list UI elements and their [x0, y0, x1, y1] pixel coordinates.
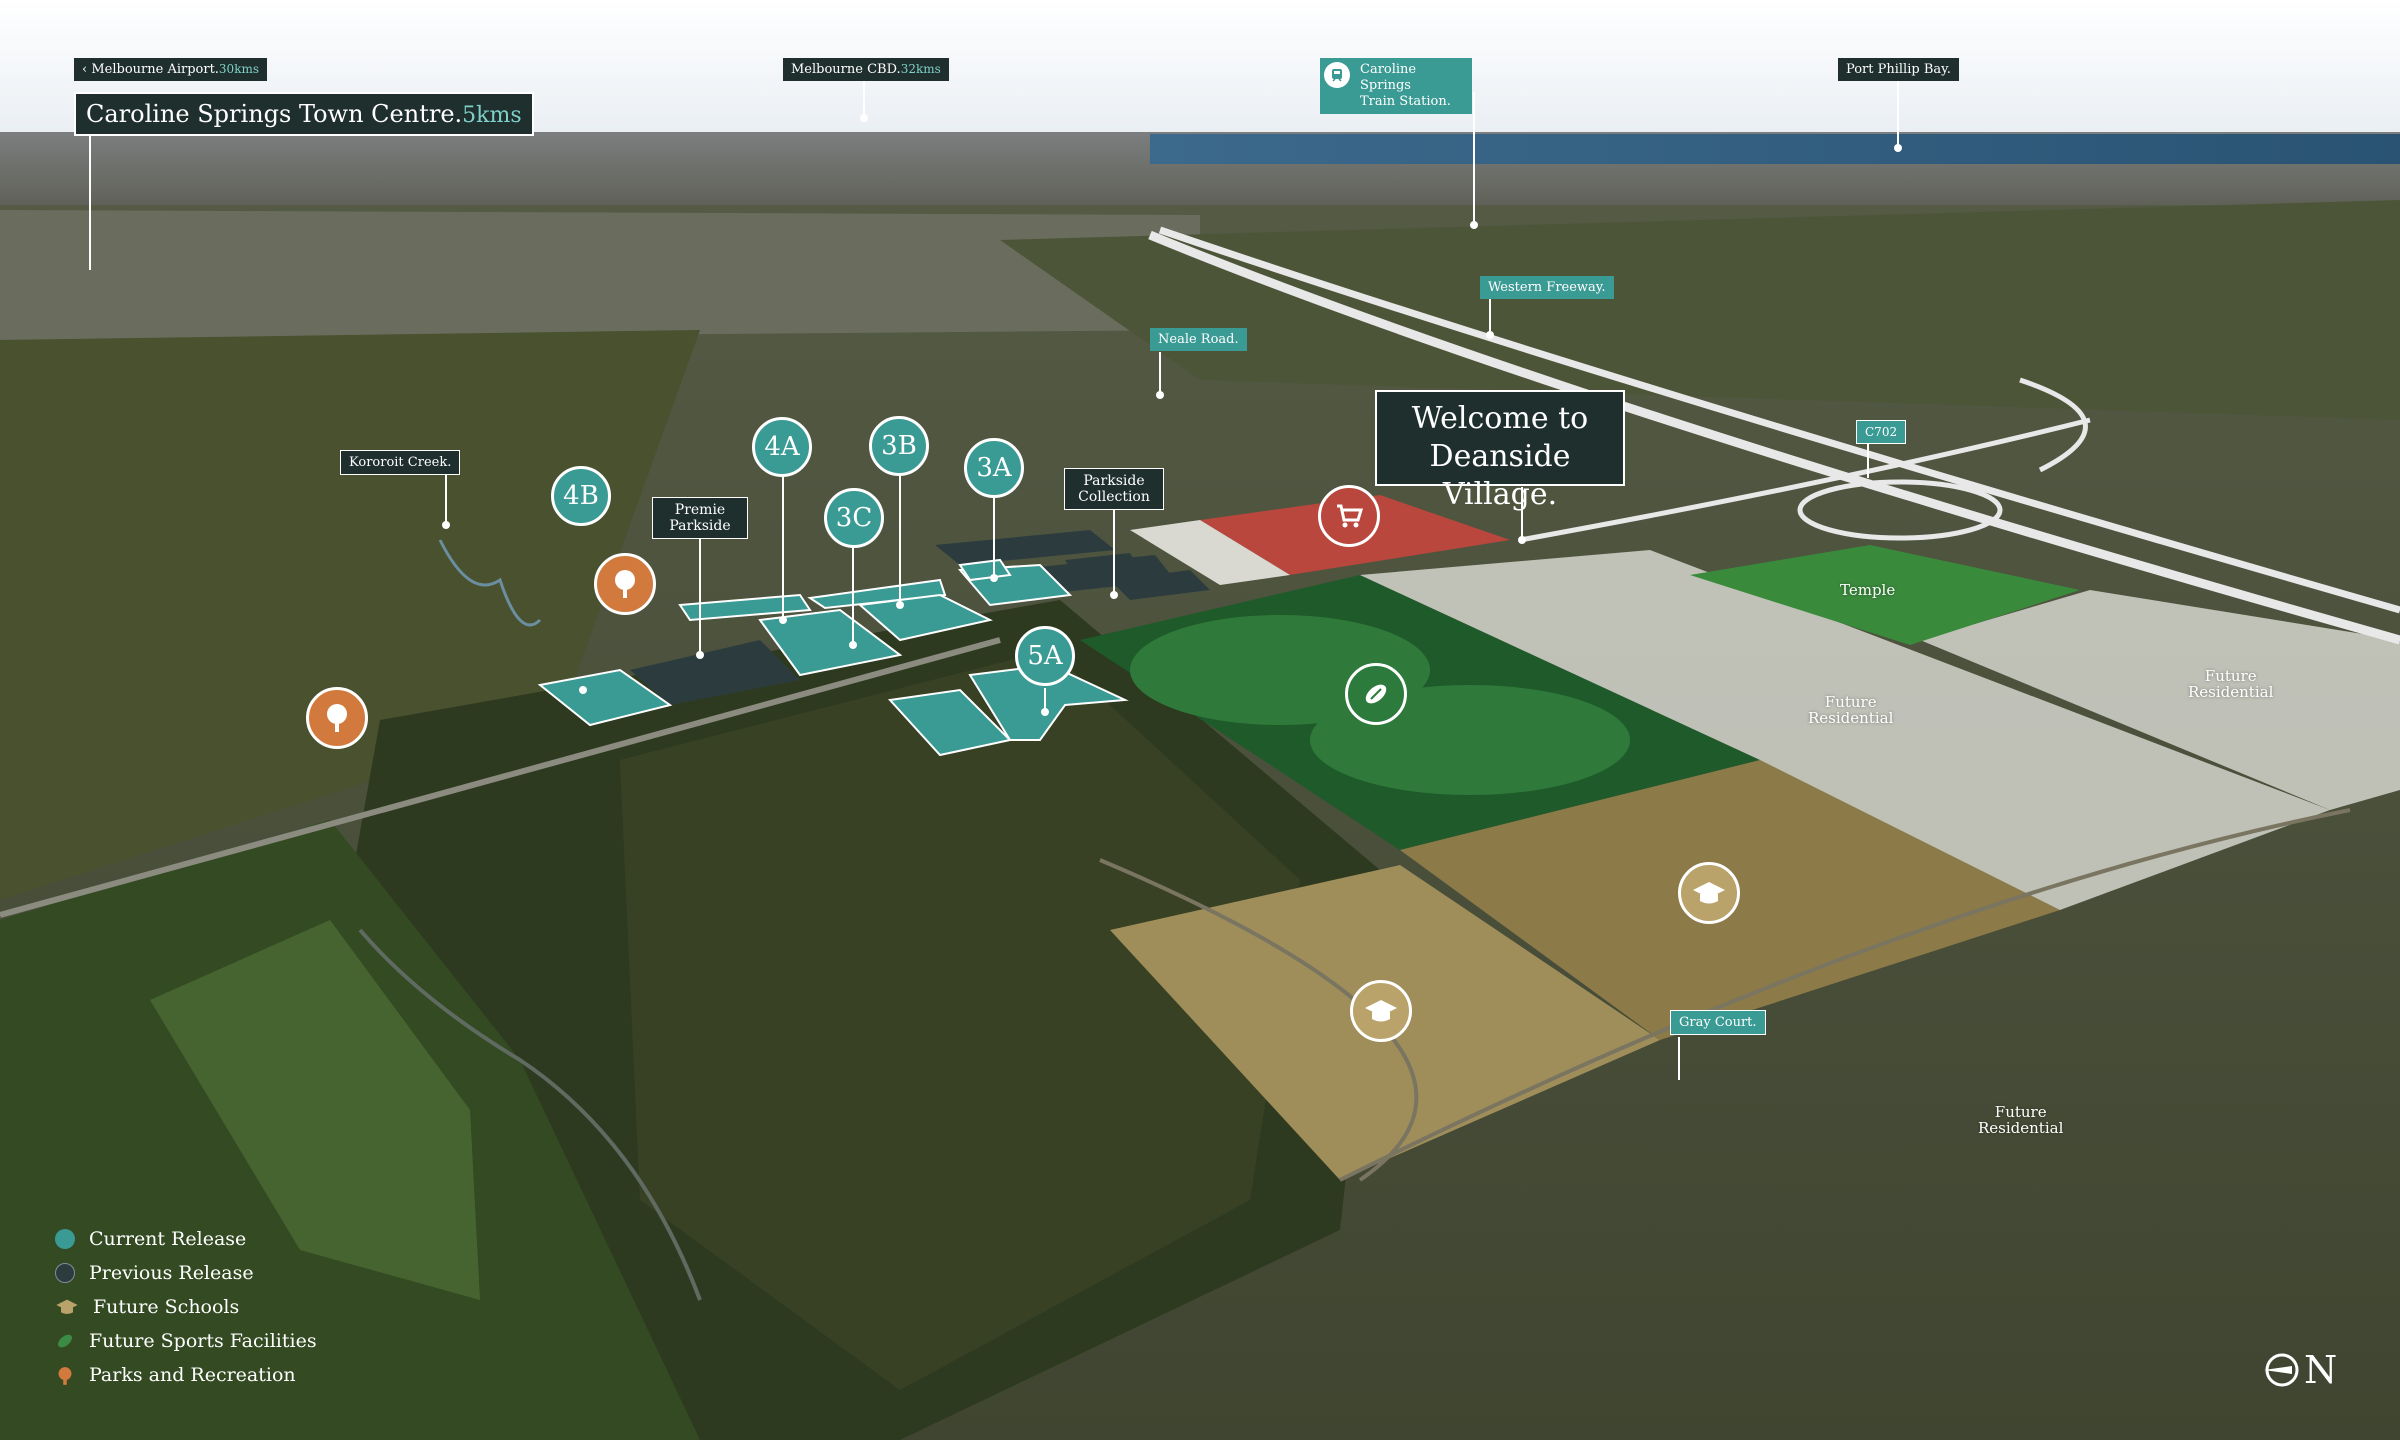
stage-marker-4a[interactable]: 4A	[752, 417, 812, 477]
school-marker[interactable]	[1678, 862, 1740, 924]
school-marker[interactable]	[1350, 980, 1412, 1042]
stage-marker-3a[interactable]: 3A	[964, 438, 1024, 498]
c702-label: C702	[1856, 420, 1907, 444]
stage-marker-3c[interactable]: 3C	[824, 488, 884, 548]
caroline-springs-town-centre-label: Caroline Springs Town Centre.5kms	[74, 92, 534, 136]
retail-marker[interactable]	[1318, 485, 1380, 547]
neale-road-label: Neale Road.	[1150, 328, 1247, 351]
temple-area-label: Temple	[1840, 581, 1896, 599]
parks-recreation-marker[interactable]	[306, 687, 368, 749]
graduation-cap-icon	[1693, 882, 1725, 904]
football-icon	[55, 1331, 75, 1351]
tree-icon	[327, 704, 347, 732]
welcome-deanside-village-label: Welcome to Deanside Village.	[1375, 390, 1625, 512]
shopping-cart-icon	[1337, 504, 1364, 528]
western-freeway-label: Western Freeway.	[1480, 276, 1614, 299]
circle-icon	[55, 1229, 75, 1249]
future-residential-label: Future Residential	[2188, 667, 2274, 701]
tree-icon	[55, 1365, 75, 1385]
legend-item-current-release: Current Release	[55, 1222, 317, 1256]
stage-marker-5a[interactable]: 5A	[1015, 626, 1075, 686]
legend-item-future-sports: Future Sports Facilities	[55, 1324, 317, 1358]
gray-court-label: Gray Court.	[1670, 1010, 1766, 1035]
tree-icon	[615, 570, 635, 598]
future-residential-label: Future Residential	[1978, 1103, 2064, 1137]
football-icon	[1365, 684, 1387, 704]
compass-letter: N	[2304, 1348, 2338, 1392]
current-release-lots[interactable]	[537, 558, 1129, 757]
map-legend: Current Release Previous Release Future …	[55, 1222, 317, 1392]
compass-arrow-icon	[2264, 1353, 2299, 1387]
legend-item-future-schools: Future Schools	[55, 1290, 317, 1324]
graduation-cap-icon	[55, 1297, 79, 1317]
circle-icon	[55, 1263, 75, 1283]
melbourne-cbd-label: Melbourne CBD.32kms	[783, 58, 949, 81]
kororoit-creek-label: Kororoit Creek.	[340, 450, 461, 475]
train-icon	[1324, 62, 1350, 88]
legend-item-parks-recreation: Parks and Recreation	[55, 1358, 317, 1392]
port-phillip-bay-label: Port Phillip Bay.	[1838, 58, 1959, 81]
stage-marker-4b[interactable]: 4B	[551, 466, 611, 526]
melbourne-airport-label: ‹ Melbourne Airport.30kms	[74, 58, 267, 81]
parks-recreation-marker[interactable]	[594, 553, 656, 615]
legend-item-previous-release: Previous Release	[55, 1256, 317, 1290]
callout-lines	[89, 72, 1899, 1080]
future-residential-label: Future Residential	[1808, 693, 1894, 727]
north-compass: N	[2262, 1348, 2337, 1392]
sports-facility-marker[interactable]	[1345, 663, 1407, 725]
stage-marker-3b[interactable]: 3B	[869, 416, 929, 476]
graduation-cap-icon	[1365, 1000, 1397, 1022]
